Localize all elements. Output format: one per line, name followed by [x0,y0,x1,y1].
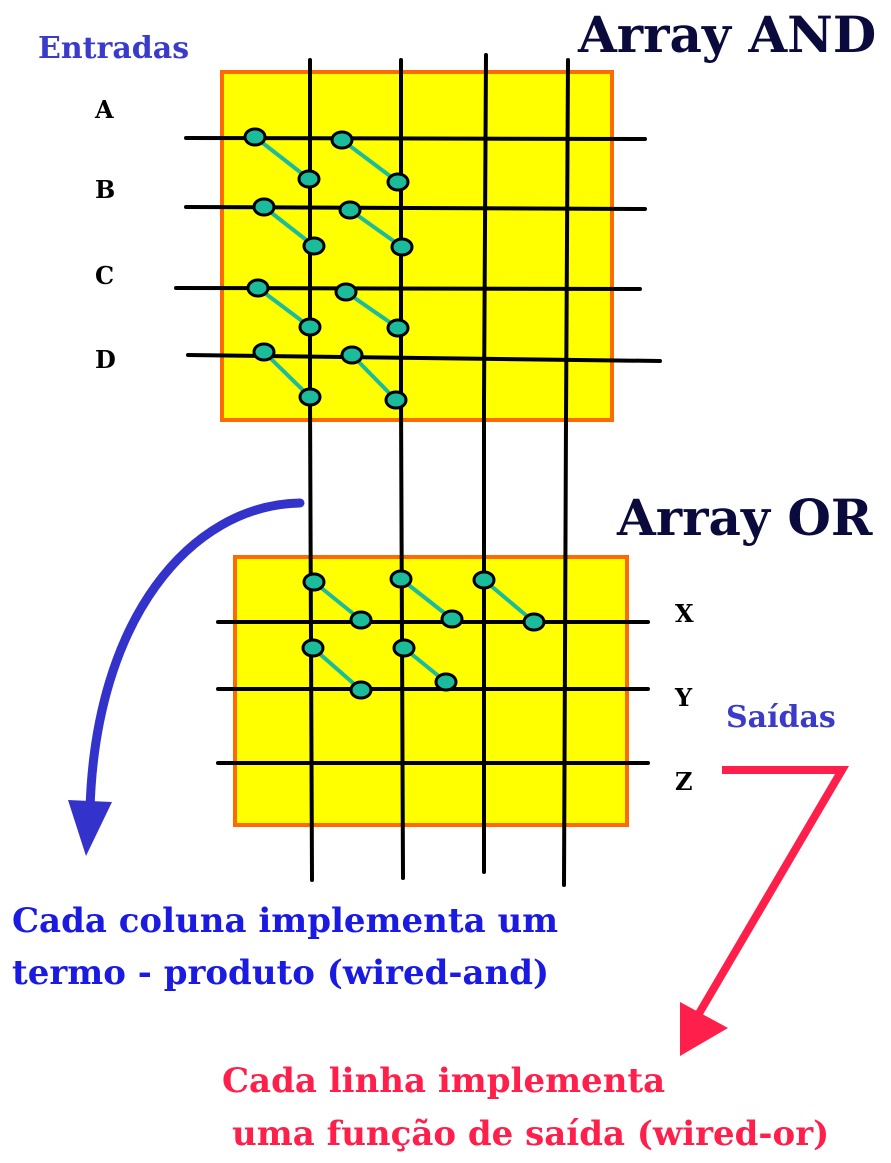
product-column-3 [482,53,488,874]
connection-dot [338,200,362,220]
or-connections [301,569,546,700]
connection-dot [389,569,413,589]
product-column-4 [562,58,570,887]
connection-dot [434,672,458,692]
connection-dot [243,127,267,147]
column-caption-line-2: termo - produto (wired-and) [12,953,549,993]
input-label-a: A [94,95,114,124]
outputs-label: Saídas [726,700,836,735]
connection-dot [349,680,373,700]
row-caption-line-2: uma função de saída (wired-or) [232,1114,829,1154]
row-caption-line-1: Cada linha implementa [222,1061,665,1101]
output-lines [216,620,650,765]
input-line-c [174,286,642,291]
and-connections [243,127,414,410]
connection-dot [302,572,326,592]
connection-dot [340,345,364,365]
connection-dot [386,318,410,338]
connection-dot [330,130,354,150]
or-array-title: Array OR [616,488,873,547]
output-label-z: Z [675,767,693,796]
output-label-y: Y [674,683,693,712]
column-caption-line-1: Cada coluna implementa um [12,901,558,941]
output-label-x: X [675,599,694,628]
connection-dot [522,612,546,632]
inputs-label: Entradas [38,31,189,66]
connection-dot [298,387,322,407]
connection-dot [246,278,270,298]
connection-dot [302,236,326,256]
connection-dot [384,390,408,410]
connection-dot [390,237,414,257]
connection-dot [298,317,322,337]
input-label-c: C [95,261,114,290]
connection-dot [252,197,276,217]
connection-dot [297,169,321,189]
connection-dot [334,282,358,302]
and-array-title: Array AND [577,5,876,64]
input-label-d: D [95,345,116,374]
connection-dot [392,638,416,658]
red-arrow [680,766,849,1056]
connection-dot [301,638,325,658]
connection-dot [349,610,373,630]
connection-dot [252,342,276,362]
connection-dot [472,570,496,590]
blue-arrow [68,498,305,856]
and-array-box [220,70,614,422]
connection-dot [440,609,464,629]
connection-dot [386,172,410,192]
input-label-b: B [95,175,115,204]
